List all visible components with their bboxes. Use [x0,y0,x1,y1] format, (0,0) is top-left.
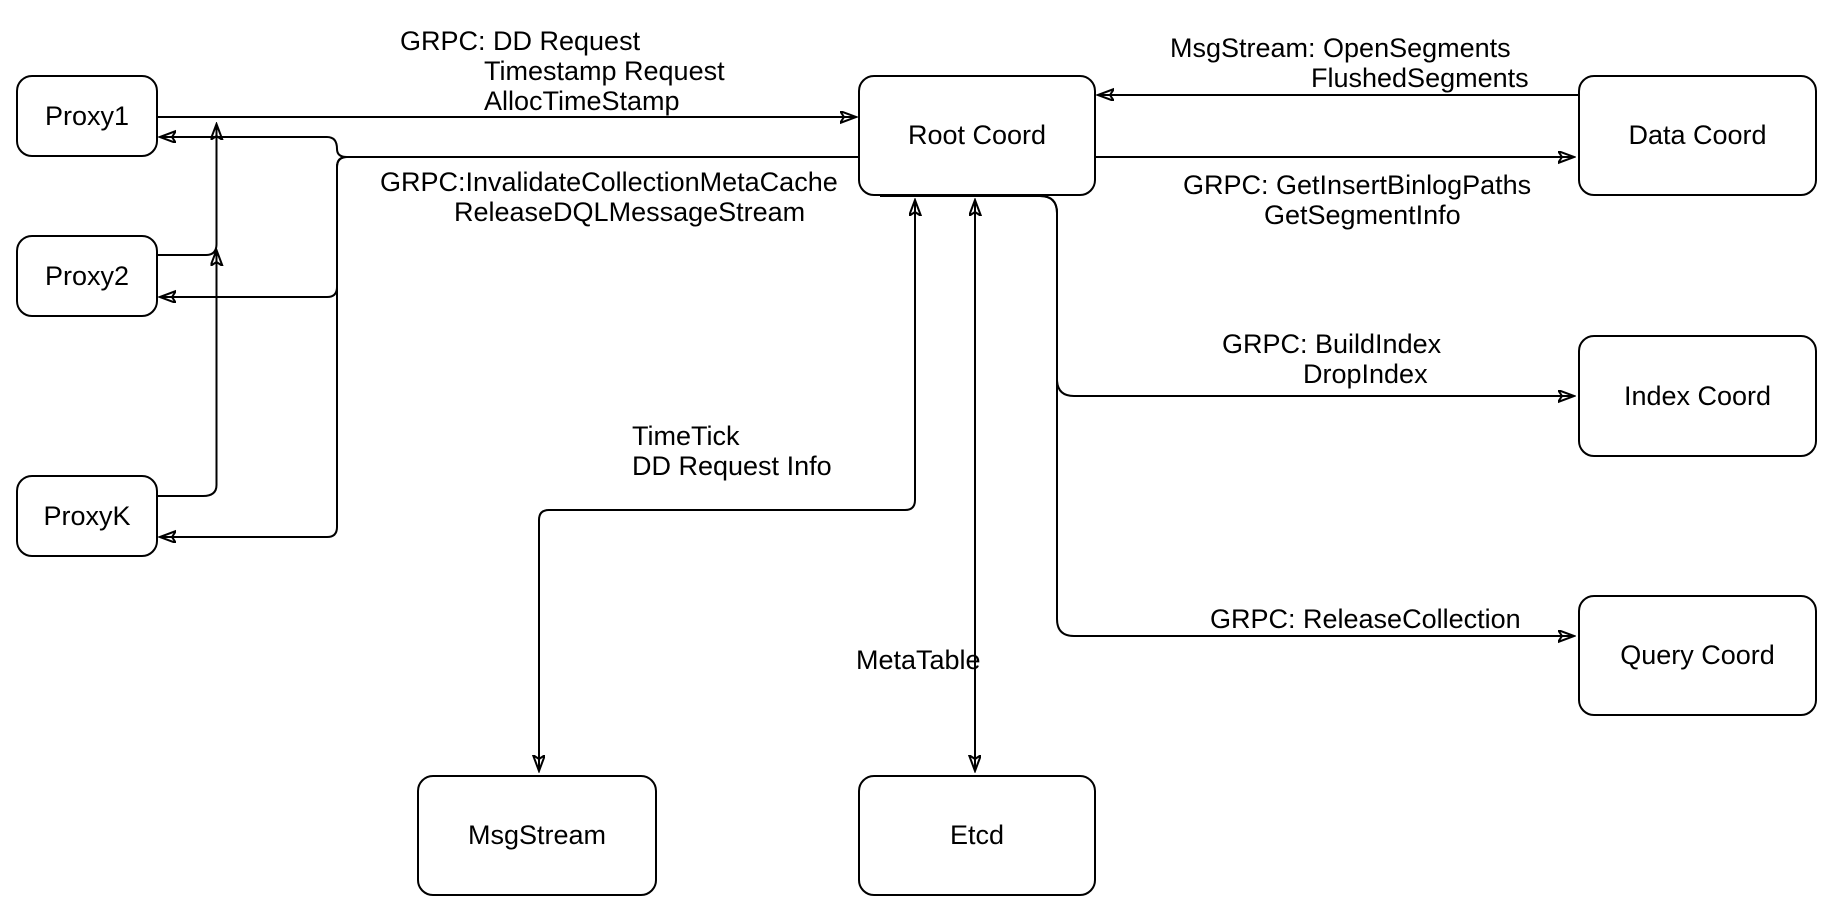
node-proxy1-label: Proxy1 [44,100,130,131]
edge-label-line: DD Request Info [632,451,832,481]
edge-proxy2-to-root [158,126,217,256]
node-index-coord: Index Coord [1578,335,1817,457]
node-proxy1: Proxy1 [16,75,158,157]
edge-proxyk-to-root [158,252,217,497]
node-msgstream-label: MsgStream [467,820,607,850]
edge-label-line: FlushedSegments [1311,63,1529,93]
edge-root-to-proxy1 [162,137,858,158]
edge-label-line: DropIndex [1303,359,1428,389]
node-proxyk: ProxyK [16,475,158,557]
edge-label-root-to-msgstream: TimeTick DD Request Info [632,421,832,481]
edge-label-line: AllocTimeStamp [484,86,680,116]
node-root-coord: Root Coord [858,75,1096,196]
edge-root-to-msgstream [539,202,915,769]
node-etcd-label: Etcd [949,820,1005,850]
node-msgstream: MsgStream [417,775,657,896]
node-proxyk-label: ProxyK [43,500,131,531]
edge-label-line: GRPC: GetInsertBinlogPaths [1183,170,1532,200]
edge-label-root-to-data: GRPC: GetInsertBinlogPaths GetSegmentInf… [1183,170,1531,230]
node-proxy2: Proxy2 [16,235,158,317]
node-etcd: Etcd [858,775,1096,896]
node-root-coord-label: Root Coord [907,120,1047,150]
edge-root-to-proxyk [162,156,858,537]
edge-label-line: MetaTable [856,645,981,675]
edge-label-line: ReleaseDQLMessageStream [454,197,806,227]
edge-label-proxy-to-root: GRPC: DD Request Timestamp Request Alloc… [400,26,725,116]
edge-label-line: GRPC: DD Request [400,26,641,56]
edge-label-line: Timestamp Request [484,56,725,86]
edge-label-line: GRPC:InvalidateCollectionMetaCache [380,167,838,197]
node-query-coord-label: Query Coord [1620,640,1775,670]
node-data-coord-label: Data Coord [1628,120,1767,150]
edge-label-root-to-query: GRPC: ReleaseCollection [1210,604,1521,634]
edge-label-line: GRPC: ReleaseCollection [1210,604,1521,634]
edge-label-line: TimeTick [632,421,740,451]
edge-label-data-to-root: MsgStream: OpenSegments FlushedSegments [1170,33,1529,93]
edge-label-line: GRPC: BuildIndex [1222,329,1442,359]
node-index-coord-label: Index Coord [1623,380,1772,411]
edge-root-to-query [880,195,1572,636]
edge-label-line: MsgStream: OpenSegments [1170,33,1511,63]
edge-label-root-to-index: GRPC: BuildIndex DropIndex [1222,329,1441,389]
node-data-coord: Data Coord [1578,75,1817,196]
edge-label-root-to-proxies: GRPC:InvalidateCollectionMetaCache Relea… [380,167,838,227]
edge-label-line: GetSegmentInfo [1264,200,1461,230]
node-proxy2-label: Proxy2 [44,260,130,291]
node-query-coord: Query Coord [1578,595,1817,716]
edge-label-root-to-etcd: MetaTable [856,645,981,675]
